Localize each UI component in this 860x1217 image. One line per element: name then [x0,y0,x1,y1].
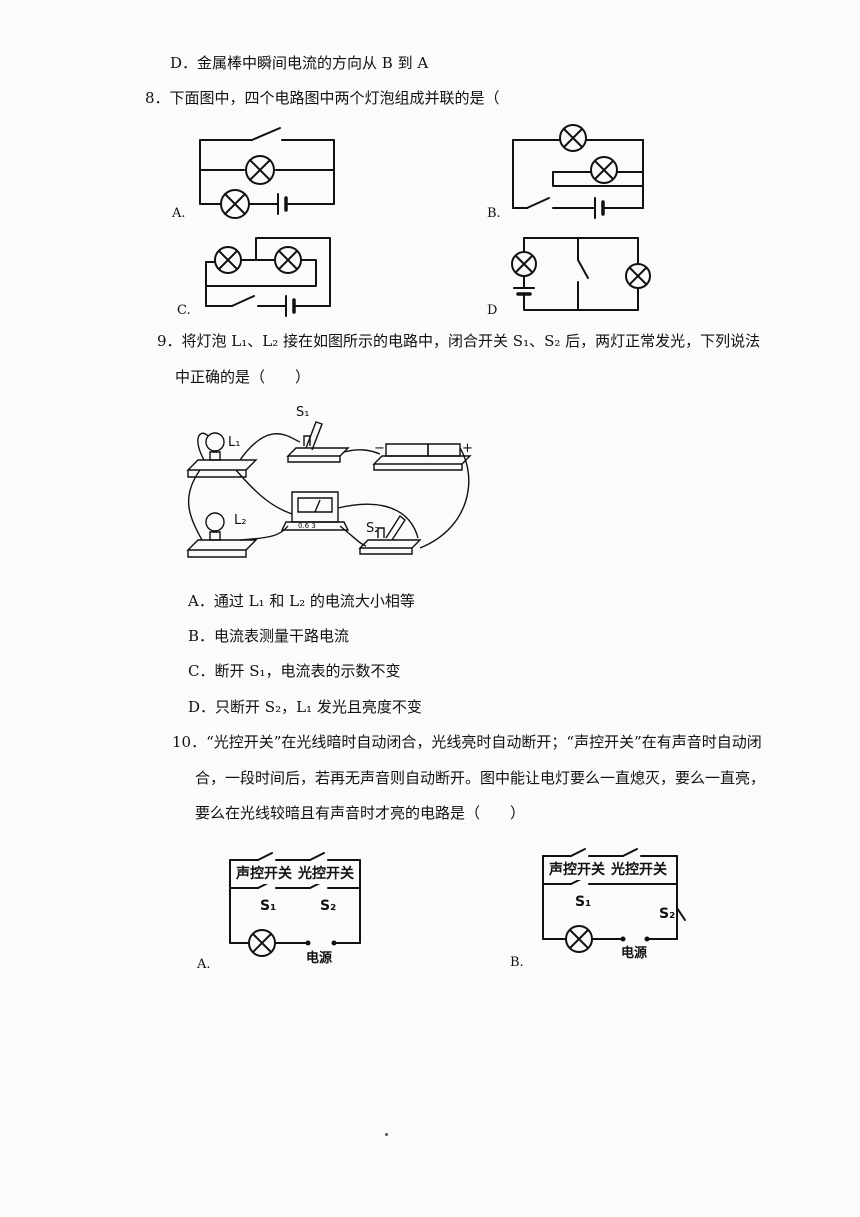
q10-label-b: B. [510,955,524,970]
q10-stem-line1: 10．“光控开关”在光线暗时自动闭合，光线亮时自动断开；“声控开关”在有声音时自… [172,733,762,751]
q8-circuit-c [205,237,331,317]
q8-circuit-a [199,127,335,219]
q10b-sound-switch-label: 声控开关 [548,861,605,878]
q9-stem-line2: 中正确的是（ ） [175,368,311,386]
q8-label-a: A. [172,206,186,221]
q9-label-battery-minus: − [374,441,385,456]
q10a-light-switch-label: 光控开关 [297,865,354,882]
q9-label-l1: L₁ [228,435,240,450]
q10-stem-line2: 合，一段时间后，若再无声音则自动断开。图中能让电灯要么一直熄灭，要么一直亮， [195,769,766,787]
q10b-source-label: 电源 [621,945,647,961]
q10a-sound-switch-label: 声控开关 [235,865,292,882]
q9-physical-circuit: S₁ L₁ L₂ S₂ − + 0.6 3 [186,405,473,558]
q8-label-c: C. [177,303,191,318]
q9-stem-line1: 9．将灯泡 L₁、L₂ 接在如图所示的电路中，闭合开关 S₁、S₂ 后，两灯正常… [157,332,761,350]
q9-label-s1: S₁ [296,405,309,420]
q9-option-d: D．只断开 S₂，L₁ 发光且亮度不变 [188,698,422,716]
q10-circuit-b: 声控开关 光控开关 S₁ S₂ 电源 [542,848,686,961]
q7-option-d: D．金属棒中瞬间电流的方向从 B 到 A [170,54,429,72]
q10-circuit-a: 声控开关 光控开关 S₁ S₂ 电源 [229,852,361,966]
q10b-label-s2: S₂ [659,906,675,922]
q10a-label-s1: S₁ [260,898,276,914]
q8-circuit-d [511,237,651,311]
q9-option-c: C．断开 S₁，电流表的示数不变 [188,662,401,680]
q9-label-l2: L₂ [234,513,246,528]
q9-label-battery-plus: + [462,441,473,456]
q9-meter-scale: 0.6 3 [298,522,316,530]
q10b-label-s1: S₁ [575,894,591,910]
q10a-label-s2: S₂ [320,898,336,914]
q10-stem-line3: 要么在光线较暗且有声音时才亮的电路是（ ） [195,804,526,822]
q9-label-s2: S₂ [366,521,379,536]
q8-stem: 8．下面图中，四个电路图中两个灯泡组成并联的是（ [145,89,500,107]
q10-label-a: A. [197,957,211,972]
q8-label-d: D [487,303,498,318]
q8-label-b: B. [487,206,501,221]
q8-circuit-b [512,124,644,219]
q9-option-b: B．电流表测量干路电流 [188,627,350,645]
q10b-light-switch-label: 光控开关 [610,861,667,878]
q9-option-a: A．通过 L₁ 和 L₂ 的电流大小相等 [188,592,415,610]
q10a-source-label: 电源 [306,950,332,966]
scan-speck [385,1133,388,1136]
